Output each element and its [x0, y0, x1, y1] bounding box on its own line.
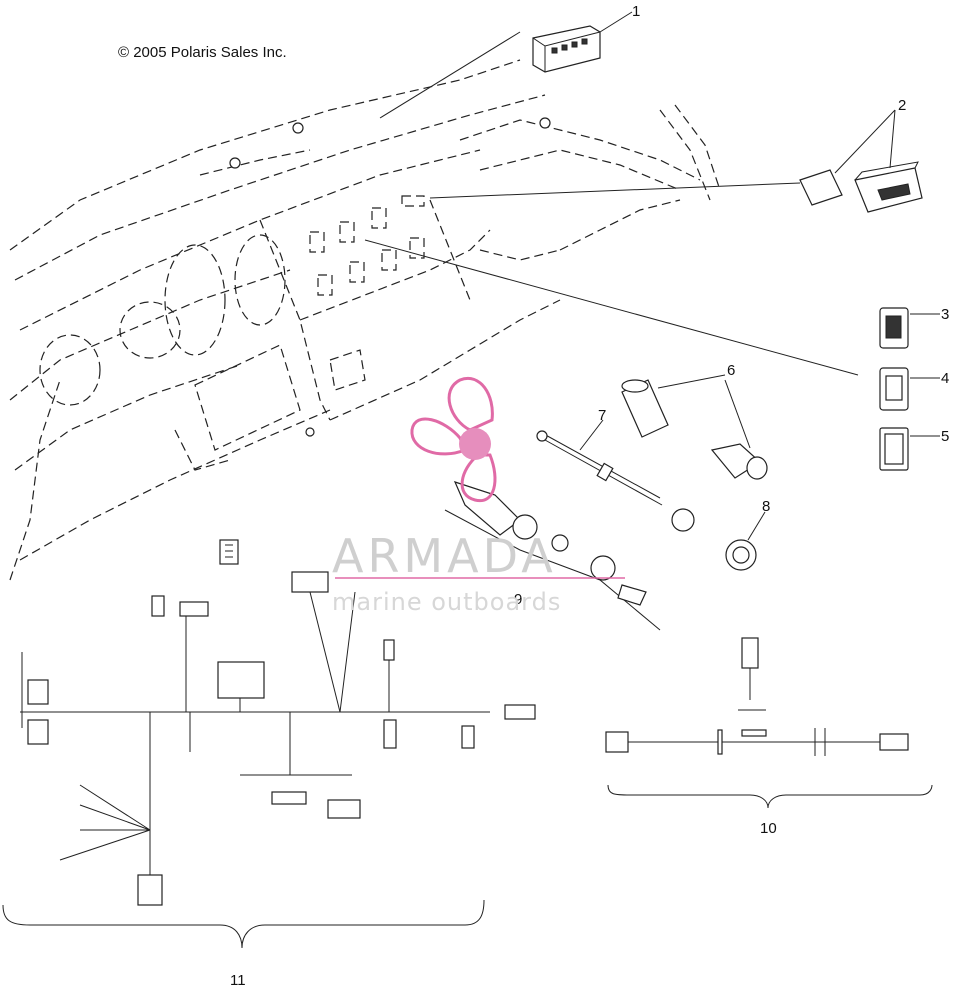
armada-watermark: ARMADA marine outboards	[332, 376, 625, 616]
callout-2: 2	[898, 97, 906, 114]
leader-lines	[364, 31, 859, 376]
watermark-brand: ARMADA	[332, 529, 557, 583]
callout-11: 11	[230, 972, 246, 987]
part-2-hour-meter: 2	[799, 97, 923, 213]
part-7-choke-cable: 7	[536, 407, 695, 532]
callout-9: 9	[514, 591, 522, 608]
propeller-logo	[410, 376, 497, 503]
part-11-main-harness: 11	[2, 539, 536, 987]
part-6-accessory-outlet: 6	[621, 362, 768, 480]
callout-7: 7	[598, 407, 606, 424]
callout-5: 5	[941, 428, 949, 445]
callout-6: 6	[727, 362, 735, 379]
watermark-tagline: marine outboards	[332, 588, 561, 616]
callout-8: 8	[762, 498, 770, 515]
callout-10: 10	[760, 820, 777, 837]
part-8-nut: 8	[725, 498, 770, 571]
part-10-extension-harness: 10	[605, 637, 933, 837]
callout-1: 1	[632, 3, 640, 20]
callout-4: 4	[941, 370, 949, 387]
part-4-switch-bezel: 4	[879, 367, 949, 411]
part-5-switch-plug: 5	[879, 427, 949, 471]
callout-3: 3	[941, 306, 949, 323]
part-1-switch-block: 1	[532, 3, 640, 73]
part-3-rocker-switch: 3	[879, 306, 949, 349]
part-9-ignition-switch: 9	[444, 481, 661, 631]
dashboard-panel	[9, 59, 721, 581]
copyright-text: © 2005 Polaris Sales Inc.	[118, 44, 287, 61]
